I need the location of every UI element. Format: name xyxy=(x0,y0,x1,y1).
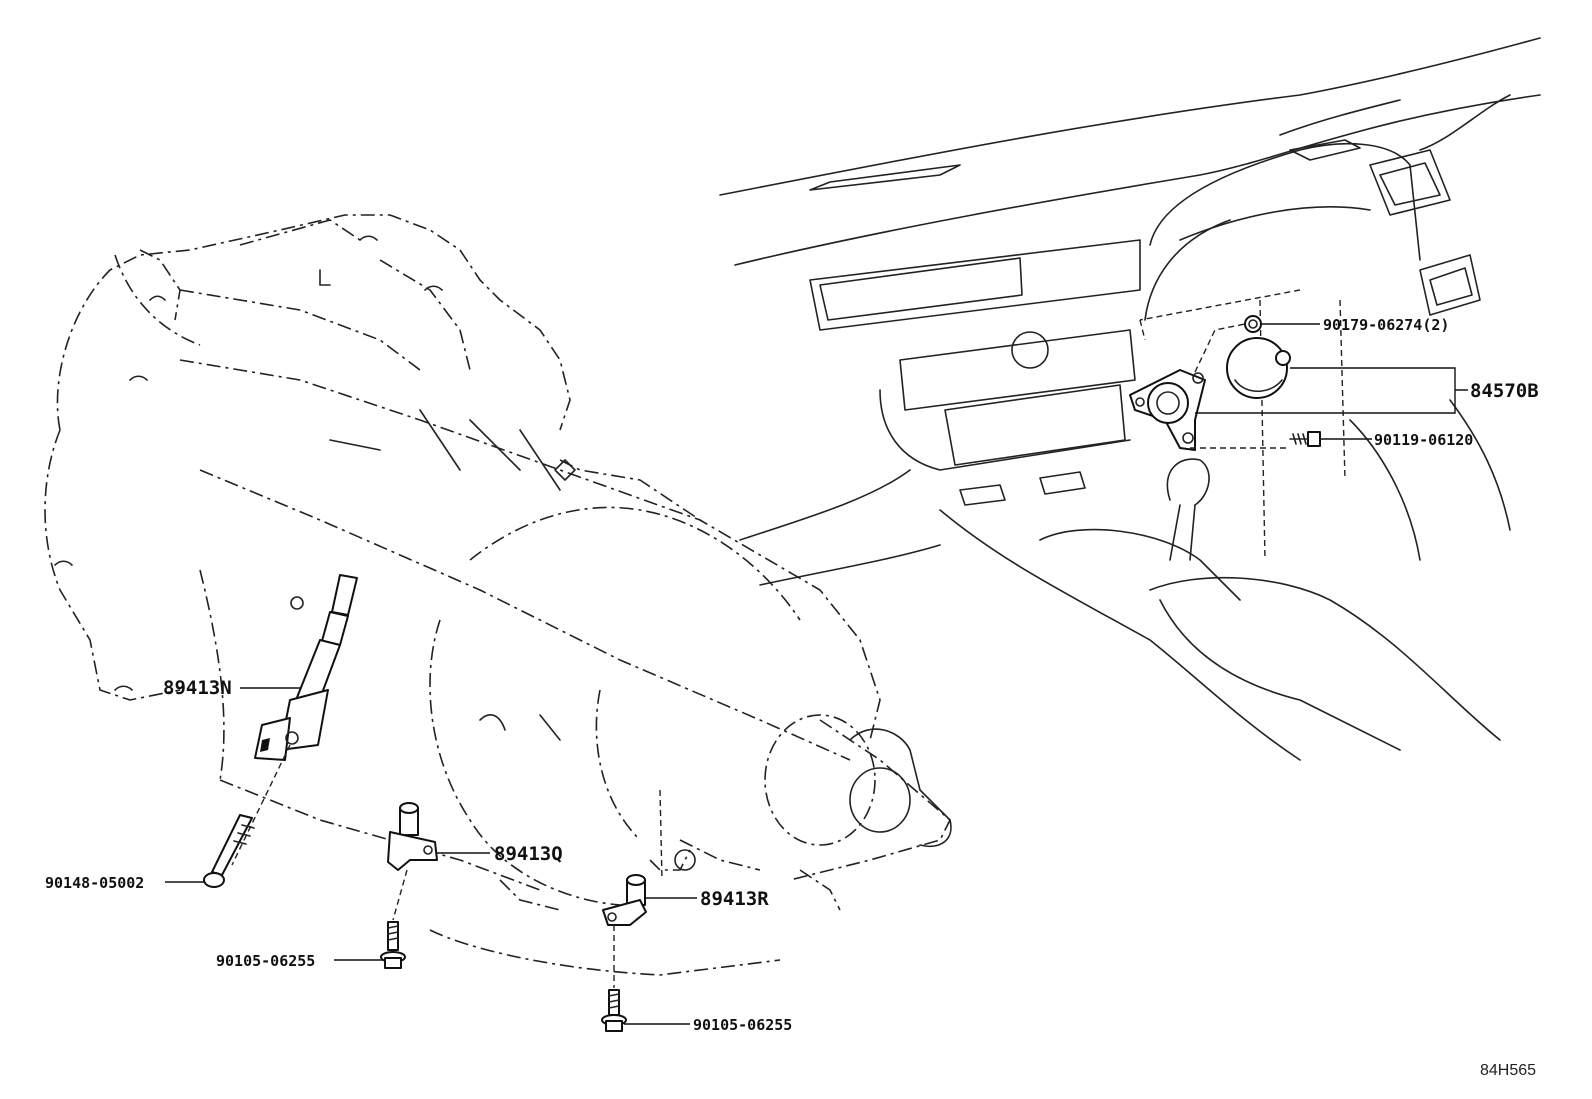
leader-90179-dash xyxy=(1194,323,1246,373)
label-89413r[interactable]: 89413R xyxy=(700,888,769,910)
label-90179-06274[interactable]: 90179-06274(2) xyxy=(1323,316,1449,334)
leader-84570b xyxy=(1195,367,1468,414)
assembly-path-r2 xyxy=(659,789,663,881)
label-90148-05002[interactable]: 90148-05002 xyxy=(45,874,144,892)
bolt-icon xyxy=(203,814,627,1032)
label-84570b[interactable]: 84570B xyxy=(1470,380,1539,402)
label-90119-06120[interactable]: 90119-06120 xyxy=(1374,431,1473,449)
dashboard-interior-icon xyxy=(719,37,1541,761)
label-89413n[interactable]: 89413N xyxy=(163,677,232,699)
label-90105-06255-bottom[interactable]: 90105-06255 xyxy=(693,1016,792,1034)
label-90105-06255-left[interactable]: 90105-06255 xyxy=(216,952,315,970)
transmission-assembly-icon xyxy=(44,214,952,976)
label-89413q[interactable]: 89413Q xyxy=(494,843,563,865)
assembly-path-q xyxy=(392,869,408,921)
speed-sensor-icon xyxy=(254,574,647,926)
shift-switch-icon xyxy=(1129,315,1321,451)
illustration-code: 84H565 xyxy=(1480,1062,1536,1079)
assembly-path-n xyxy=(231,744,291,866)
